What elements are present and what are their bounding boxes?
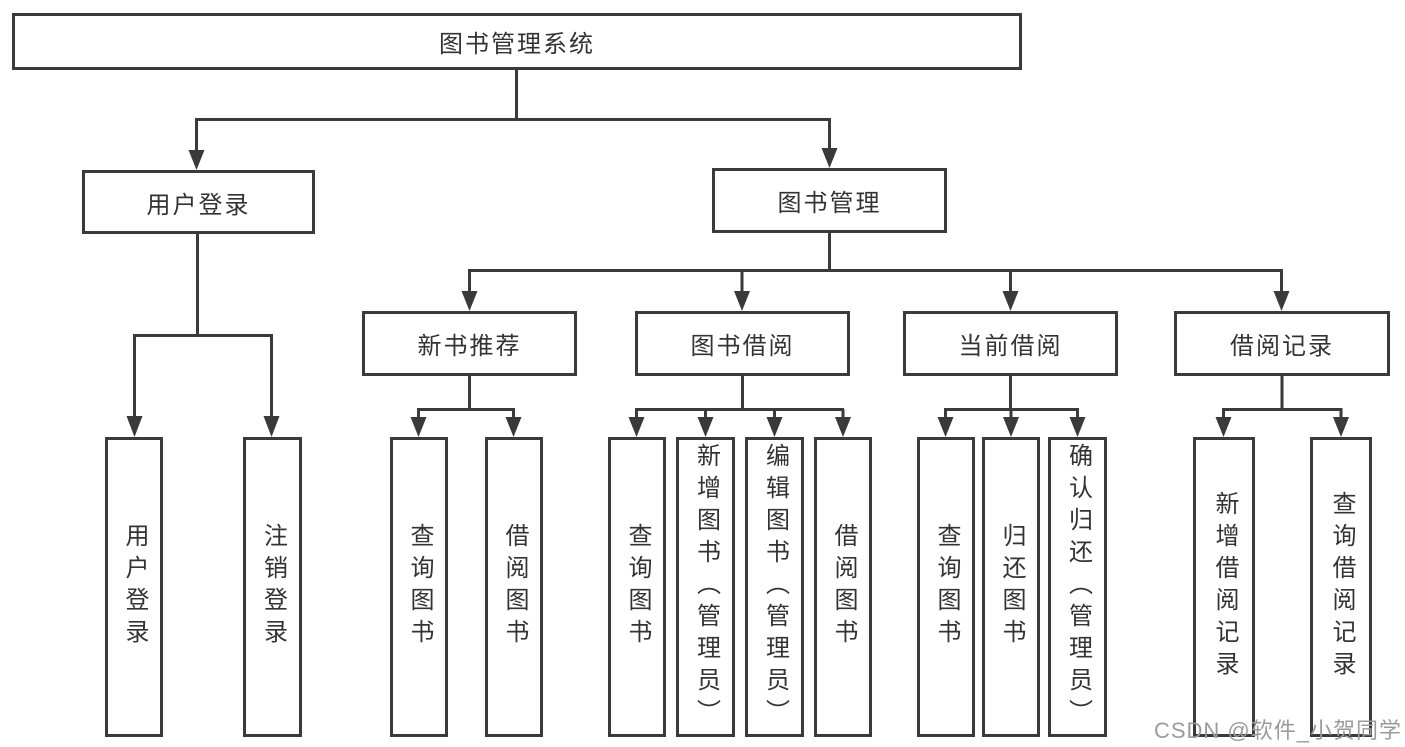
leaf-cb-return-books: 归还图书	[982, 437, 1040, 737]
arrow-down-icon	[734, 291, 750, 311]
leaf-label: 借阅图书	[830, 523, 857, 651]
arrow-down-icon	[126, 416, 143, 437]
leaf-br-add-record: 新增借阅记录	[1193, 437, 1255, 737]
node-user-login: 用户登录	[82, 170, 315, 234]
arrow-down-icon	[821, 148, 838, 168]
leaf-bb-borrow-books: 借阅图书	[814, 437, 872, 737]
leaf-label: 归还图书	[998, 523, 1025, 651]
leaf-br-query-record: 查询借阅记录	[1310, 437, 1372, 737]
arrow-down-icon	[1333, 417, 1349, 437]
leaf-label: 借阅图书	[501, 523, 528, 651]
line	[195, 69, 831, 152]
line	[468, 233, 1283, 294]
connector-book-borrow-to-leaves	[628, 376, 851, 437]
line	[944, 376, 1079, 422]
node-current-borrowing: 当前借阅	[903, 311, 1118, 376]
arrow-down-icon	[1215, 417, 1232, 437]
node-library-system: 图书管理系统	[12, 13, 1022, 70]
leaf-label: 查询图书	[624, 523, 651, 651]
leaf-label: 查询图书	[406, 523, 433, 651]
leaf-logout: 注销登录	[243, 437, 302, 737]
arrow-down-icon	[1002, 291, 1019, 311]
arrow-down-icon	[835, 417, 851, 437]
node-book-borrowing: 图书借阅	[635, 311, 850, 376]
arrow-down-icon	[505, 417, 522, 437]
leaf-label: 查询图书	[933, 523, 960, 651]
leaf-label: 用户登录	[121, 523, 148, 651]
connector-new-books-to-leaves	[410, 376, 522, 437]
connector-borrow-records-to-leaves	[1215, 376, 1349, 437]
arrow-down-icon	[1069, 417, 1086, 437]
leaf-label: 查询借阅记录	[1328, 491, 1355, 683]
arrow-down-icon	[1003, 417, 1019, 437]
node-book-management: 图书管理	[712, 168, 947, 233]
leaf-label: 编辑图书（管理员）	[761, 443, 789, 731]
connector-current-borrow-to-leaves	[937, 376, 1086, 437]
arrow-down-icon	[263, 416, 280, 437]
leaf-nb-borrow-books: 借阅图书	[485, 437, 543, 737]
leaf-bb-add-books-admin: 新增图书（管理员）	[676, 437, 735, 737]
arrow-down-icon	[628, 417, 645, 437]
connector-root-to-level2	[188, 69, 838, 170]
node-borrowing-records: 借阅记录	[1174, 311, 1390, 376]
leaf-label: 注销登录	[259, 523, 287, 651]
csdn-watermark: CSDN @软件_小贺同学	[1153, 718, 1402, 743]
leaf-cb-confirm-return-admin: 确认归还（管理员）	[1048, 437, 1107, 737]
leaf-label: 新增图书（管理员）	[692, 443, 720, 731]
leaf-user-login: 用户登录	[105, 437, 163, 737]
arrow-down-icon	[461, 291, 478, 311]
arrow-down-icon	[697, 417, 714, 437]
line	[133, 234, 273, 420]
arrow-down-icon	[937, 417, 954, 437]
connector-user-login-to-leaves	[126, 234, 280, 437]
arrow-down-icon	[410, 417, 427, 437]
arrow-down-icon	[188, 150, 205, 170]
line	[417, 376, 515, 422]
arrow-down-icon	[1273, 291, 1290, 311]
leaf-label: 新增借阅记录	[1211, 491, 1238, 683]
leaf-bb-query-books: 查询图书	[608, 437, 666, 737]
leaf-bb-edit-books-admin: 编辑图书（管理员）	[745, 437, 804, 737]
line	[635, 376, 845, 422]
leaf-label: 确认归还（管理员）	[1064, 443, 1092, 731]
node-new-book-recommend: 新书推荐	[362, 311, 577, 376]
line	[1222, 376, 1343, 422]
leaf-nb-query-books: 查询图书	[390, 437, 448, 737]
arrow-down-icon	[766, 417, 783, 437]
leaf-cb-query-books: 查询图书	[917, 437, 975, 737]
connector-book-mgmt-to-level3	[461, 233, 1290, 311]
